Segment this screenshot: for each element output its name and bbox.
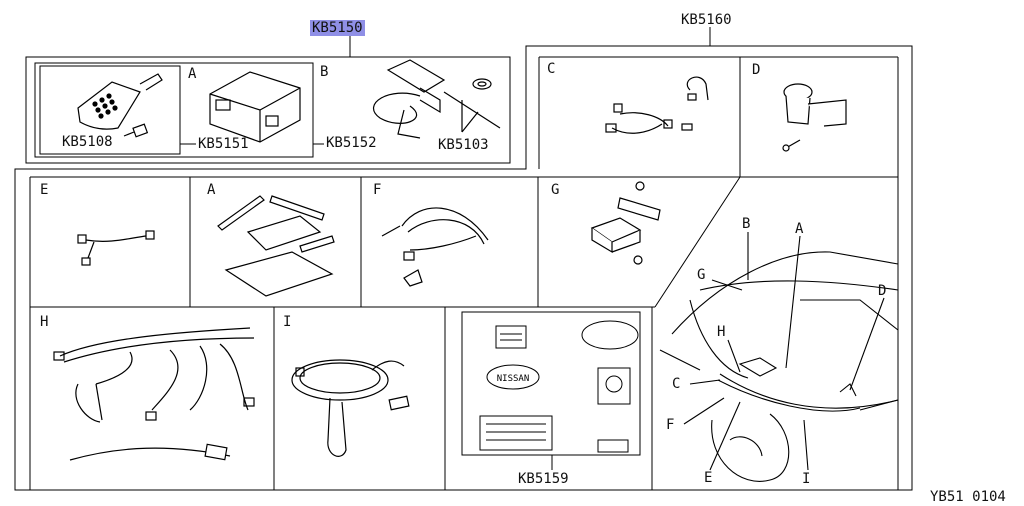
- panel-letter-h: H: [40, 314, 49, 330]
- car-callout-d: D: [878, 283, 887, 299]
- kb5150-box: [25, 56, 511, 164]
- car-callout-c: C: [672, 376, 681, 392]
- decal-nissan-text: NISSAN: [497, 374, 530, 384]
- top-panel-letter-a: A: [188, 66, 197, 82]
- panel-letter-g: G: [551, 182, 560, 198]
- key-fob-illustration: [77, 73, 163, 138]
- label-kb5151: KB5151: [198, 136, 249, 152]
- panel-letter-d: D: [752, 62, 761, 78]
- panel-f-harness: [381, 207, 489, 287]
- car-callout-e: E: [704, 470, 713, 486]
- label-kb5108: KB5108: [62, 134, 113, 150]
- car-illustration: [659, 232, 899, 482]
- kb5152-inner-box: [34, 62, 314, 158]
- panel-letter-i: I: [283, 314, 292, 330]
- car-callout-i: I: [802, 471, 811, 487]
- top-panel-letter-b: B: [320, 64, 329, 80]
- figure-id: YB51 0104: [930, 489, 1006, 505]
- panel-h-harness: [53, 327, 255, 461]
- label-kb5103: KB5103: [438, 137, 489, 153]
- panel-g-switch: [590, 181, 661, 265]
- car-callout-f: F: [666, 417, 675, 433]
- label-kb5160: KB5160: [681, 12, 732, 28]
- label-kb5152: KB5152: [326, 135, 377, 151]
- control-unit-illustration: [209, 71, 301, 143]
- kb5159-inner-box: [461, 311, 641, 456]
- panel-i-harness: [291, 359, 410, 457]
- panel-letter-c: C: [547, 61, 556, 77]
- bracket-harness-illustration: [373, 59, 501, 139]
- kb5160-box: [14, 45, 913, 491]
- panel-letter-e: E: [40, 182, 49, 198]
- kb5159-decals: [479, 320, 639, 453]
- panel-c-parts: [605, 76, 709, 134]
- panel-e-harness: [77, 230, 155, 266]
- car-callout-g: G: [697, 267, 706, 283]
- car-callout-b: B: [742, 216, 751, 232]
- panel-d-part: [782, 83, 847, 152]
- panel-letter-a: A: [207, 182, 216, 198]
- label-kb5150: KB5150: [310, 20, 365, 36]
- car-callout-a: A: [795, 221, 804, 237]
- panel-a-mats: [217, 195, 335, 297]
- kb5151-inner-box: [39, 65, 181, 155]
- car-callout-h: H: [717, 324, 726, 340]
- label-kb5159: KB5159: [518, 471, 569, 487]
- panel-letter-f: F: [373, 182, 382, 198]
